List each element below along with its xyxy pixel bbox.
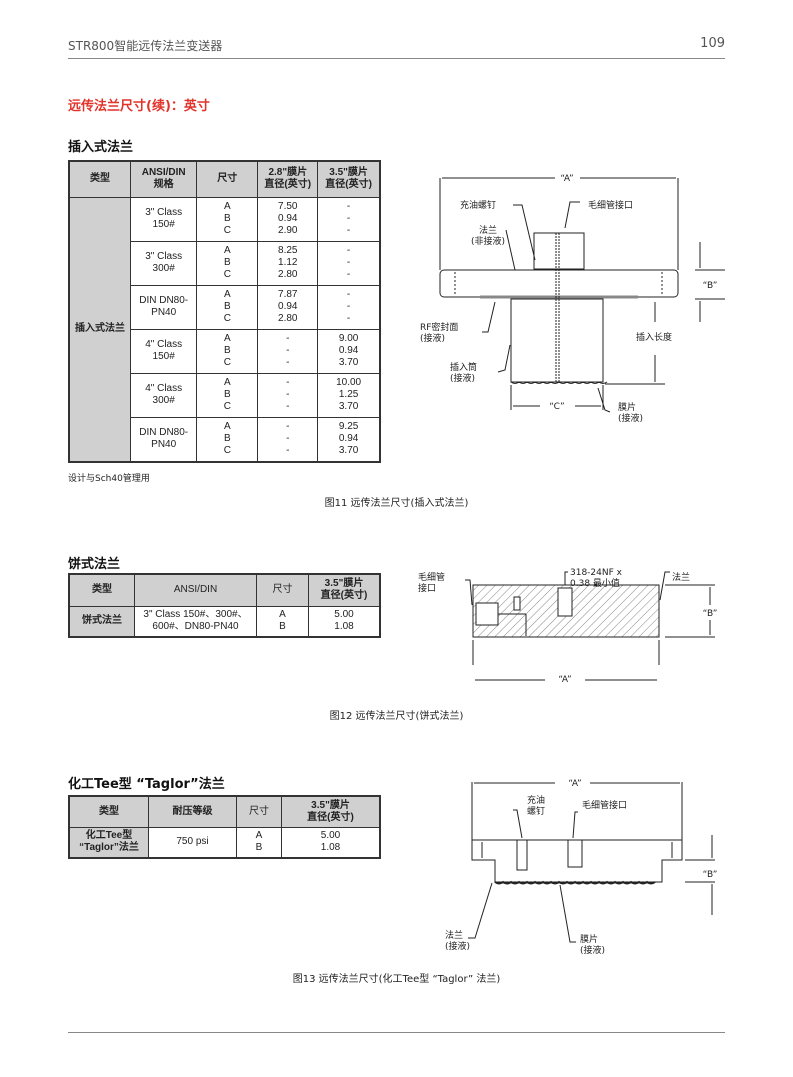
table-row: 4" Class 150# A B C - - - 9.00 0.94 3.70 xyxy=(69,328,381,374)
col-header: 3.5"膜片 直径(英寸) xyxy=(308,573,381,607)
col-header: 耐压等级 xyxy=(148,795,237,828)
dim-a-label: “A” xyxy=(560,174,573,184)
table-row: 化工Tee型 “Taglor”法兰 750 psi A B 5.00 1.08 xyxy=(68,826,381,859)
d28-cell: - - - xyxy=(257,328,319,374)
figure-13-caption: 图13 远传法兰尺寸(化工Tee型 “Taglor” 法兰) xyxy=(292,974,501,985)
table-row: DIN DN80- PN40 A B C - - - 9.25 0.94 3.7… xyxy=(69,416,381,463)
dims-cell: A B xyxy=(236,826,282,859)
dims-cell: A B xyxy=(256,605,309,638)
flange-label: 法兰(接液) xyxy=(445,929,470,952)
d28-cell: - - - xyxy=(257,416,319,463)
fill-screw-label: 充油螺钉 xyxy=(527,794,545,817)
d35-cell: - - - xyxy=(317,240,381,286)
spec-cell: 3" Class 150#、300#、 600#、DN80-PN40 xyxy=(134,605,257,638)
figure-11-caption: 图11 远传法兰尺寸(插入式法兰) xyxy=(324,498,469,509)
dim-a-label: “A” xyxy=(558,675,571,685)
pancake-table: 类型 ANSI/DIN 尺寸 3.5"膜片 直径(英寸) 饼式法兰 3" Cla… xyxy=(68,573,381,638)
figure-12-caption: 图12 远传法兰尺寸(饼式法兰) xyxy=(329,711,464,722)
taglor-diagram: “A” “B” 充油螺钉 毛细管接口 法兰(接液) 膜片(接液) xyxy=(445,779,718,956)
table-row: 4" Class 300# A B C - - - 10.00 1.25 3.7… xyxy=(69,372,381,418)
spec-cell: 4" Class 300# xyxy=(130,372,198,418)
col-header: 尺寸 xyxy=(236,795,282,828)
d35-cell: 5.00 1.08 xyxy=(281,826,381,859)
col-header: ANSI/DIN xyxy=(134,573,257,607)
fill-screw-label: 充油螺钉 xyxy=(460,199,496,211)
col-header: 类型 xyxy=(68,160,132,198)
extension-label: 插入筒(接液) xyxy=(450,361,477,384)
table-row: 插入式法兰 3" Class 150# A B C 7.50 0.94 2.90… xyxy=(68,196,381,463)
flush-insert-heading: 插入式法兰 xyxy=(68,140,134,155)
col-header: 类型 xyxy=(68,795,149,828)
d35-cell: - - - xyxy=(317,284,381,330)
dim-a-label: “A” xyxy=(568,779,581,789)
type-cell: 插入式法兰 xyxy=(68,196,132,463)
spec-cell: 3" Class 150# xyxy=(130,196,198,242)
table-row: 3" Class 300# A B C 8.25 1.12 2.80 - - - xyxy=(69,240,381,286)
running-header-title: STR800智能远传法兰变送器 xyxy=(68,39,223,53)
diaphragm-label: 膜片(接液) xyxy=(618,401,643,424)
diaphragm-label: 膜片(接液) xyxy=(580,933,605,956)
flange-label: 法兰(非接液) xyxy=(471,224,505,247)
spec-cell: DIN DN80- PN40 xyxy=(130,416,198,463)
d35-cell: 9.25 0.94 3.70 xyxy=(317,416,381,463)
dims-cell: A B C xyxy=(196,328,259,374)
col-header: 尺寸 xyxy=(196,160,259,198)
d35-cell: 10.00 1.25 3.70 xyxy=(317,372,381,418)
insert-length-label: 插入长度 xyxy=(636,331,672,343)
dim-c-label: “C” xyxy=(549,402,564,412)
rating-cell: 750 psi xyxy=(148,826,237,859)
table-row: DIN DN80- PN40 A B C 7.87 0.94 2.80 - - … xyxy=(69,284,381,330)
dims-cell: A B C xyxy=(196,196,259,242)
taglor-heading: 化工Tee型 “Taglor”法兰 xyxy=(68,777,225,792)
col-header: 3.5"膜片 直径(英寸) xyxy=(317,160,381,198)
rf-face-label: RF密封面(接液) xyxy=(420,321,458,344)
d28-cell: 8.25 1.12 2.80 xyxy=(257,240,319,286)
table-row: 饼式法兰 3" Class 150#、300#、 600#、DN80-PN40 … xyxy=(68,605,381,638)
dim-b-label: “B” xyxy=(703,281,718,291)
pancake-heading: 饼式法兰 xyxy=(68,557,121,572)
d28-cell: 7.87 0.94 2.80 xyxy=(257,284,319,330)
spec-cell: 4" Class 150# xyxy=(130,328,198,374)
flush-insert-diagram: “A” “B” “C” 充油螺钉 毛细管接口 法兰(非接液) RF密封面(接液)… xyxy=(420,174,725,424)
d35-cell: 9.00 0.94 3.70 xyxy=(317,328,381,374)
col-header: ANSI/DIN 规格 xyxy=(130,160,198,198)
col-header: 类型 xyxy=(68,573,135,607)
header-rule xyxy=(68,58,725,59)
spec-cell: DIN DN80- PN40 xyxy=(130,284,198,330)
type-cell: 化工Tee型 “Taglor”法兰 xyxy=(68,826,149,859)
dims-cell: A B C xyxy=(196,372,259,418)
footer-rule xyxy=(68,1032,725,1033)
d28-cell: 7.50 0.94 2.90 xyxy=(257,196,319,242)
table-note: 设计与Sch40管理用 xyxy=(68,474,150,484)
col-header: 3.5"膜片 直径(英寸) xyxy=(281,795,381,828)
type-cell: 饼式法兰 xyxy=(68,605,135,638)
spec-cell: 3" Class 300# xyxy=(130,240,198,286)
taglor-table: 类型 耐压等级 尺寸 3.5"膜片 直径(英寸) 化工Tee型 “Taglor”… xyxy=(68,795,381,859)
capillary-label: 毛细管接口 xyxy=(588,199,633,211)
page-number: 109 xyxy=(700,36,725,51)
d35-cell: 5.00 1.08 xyxy=(308,605,381,638)
flange-label: 法兰 xyxy=(672,571,690,583)
d28-cell: - - - xyxy=(257,372,319,418)
dims-cell: A B C xyxy=(196,416,259,463)
d35-cell: - - - xyxy=(317,196,381,242)
col-header: 2.8"膜片 直径(英寸) xyxy=(257,160,319,198)
dim-b-label: “B” xyxy=(703,870,718,880)
flush-insert-table: 类型 ANSI/DIN 规格 尺寸 2.8"膜片 直径(英寸) 3.5"膜片 直… xyxy=(68,160,381,463)
section-title: 远传法兰尺寸(续)：英寸 xyxy=(68,99,210,114)
dims-cell: A B C xyxy=(196,240,259,286)
capillary-label: 毛细管接口 xyxy=(418,571,445,594)
dims-cell: A B C xyxy=(196,284,259,330)
capillary-label: 毛细管接口 xyxy=(582,799,627,811)
col-header: 尺寸 xyxy=(256,573,309,607)
dim-b-label: “B” xyxy=(703,609,718,619)
